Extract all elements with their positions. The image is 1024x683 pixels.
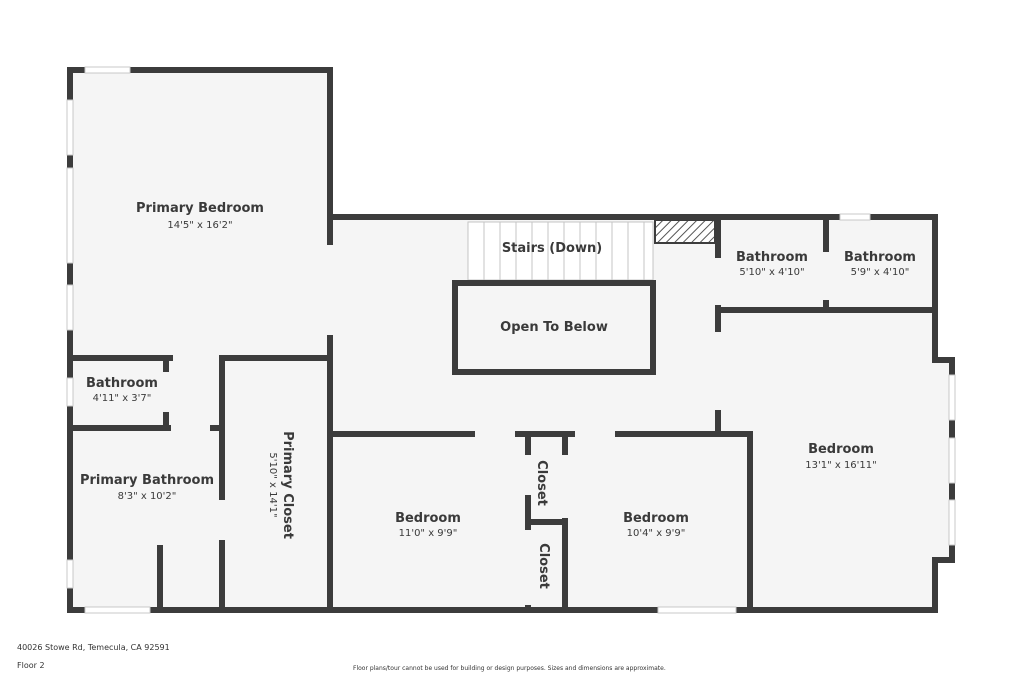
room-name: Primary Bedroom (136, 201, 264, 216)
room-dims: 8'3" x 10'2" (118, 491, 177, 502)
room-dims: 4'11" x 3'7" (93, 393, 152, 404)
address: 40026 Stowe Rd, Temecula, CA 92591 (17, 643, 170, 652)
room-name: Bathroom (736, 250, 808, 265)
room-dims: 13'1" x 16'11" (805, 460, 877, 471)
interior-walls (67, 67, 938, 613)
floor-fill (70, 70, 952, 610)
room-dims: 5'9" x 4'10" (851, 267, 910, 278)
room-name: Bedroom (623, 511, 689, 526)
room-name: Primary Bathroom (80, 473, 214, 488)
floor-label: Floor 2 (17, 661, 45, 670)
room-name: Closet (536, 543, 551, 589)
room-name: Stairs (Down) (502, 241, 602, 256)
hatched-area (654, 219, 716, 244)
room-name: Bedroom (808, 442, 874, 457)
room-dims: 5'10" x 14'1" (267, 452, 278, 517)
windows (66, 66, 956, 614)
room-name: Bathroom (86, 376, 158, 391)
room-name: Bathroom (844, 250, 916, 265)
room-name: Open To Below (500, 320, 608, 335)
room-name: Primary Closet (280, 431, 295, 539)
room-name: Closet (534, 460, 549, 506)
room-dims: 10'4" x 9'9" (627, 528, 686, 539)
disclaimer: Floor plans/tour cannot be used for buil… (353, 665, 666, 672)
room-dims: 5'10" x 4'10" (739, 267, 804, 278)
room-dims: 11'0" x 9'9" (399, 528, 458, 539)
room-labels: Primary Bedroom 14'5" x 16'2" Stairs (Do… (80, 201, 916, 589)
stairs (467, 221, 654, 281)
room-name: Bedroom (395, 511, 461, 526)
room-dims: 14'5" x 16'2" (167, 220, 232, 231)
door-gaps (162, 245, 830, 605)
open-to-below-area (452, 280, 656, 375)
